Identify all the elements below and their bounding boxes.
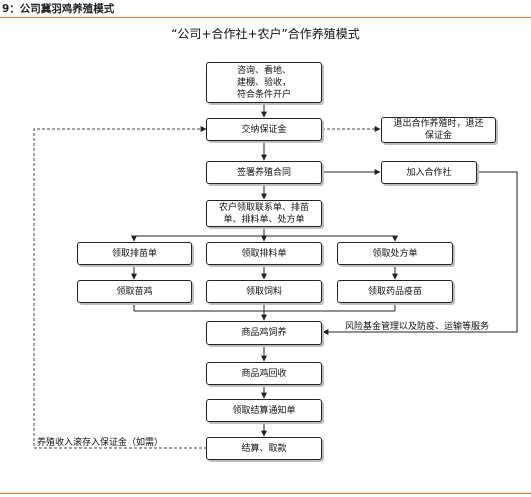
- diagram-title: “公司+合作社+农户”合作养殖模式: [171, 27, 360, 41]
- node-chick-order: 领取排苗单: [77, 242, 192, 265]
- node-deposit: 交纳保证金: [206, 118, 322, 141]
- node-rx-order: 领取处方单: [337, 242, 453, 265]
- node-receive-chicks: 领取苗鸡: [77, 280, 192, 303]
- footer-divider: [0, 493, 531, 494]
- node-receive-feed: 领取饲料: [206, 280, 322, 303]
- node-settle-pay: 结算、取款: [206, 437, 322, 460]
- page-header-title: 9：公司冀羽鸡养殖模式: [2, 3, 115, 15]
- income-rollover-loop: [33, 126, 207, 449]
- node-exit-refund: 退出合作养殖时，退还 保证金: [381, 117, 496, 143]
- node-settle-notice: 领取结算通知单: [206, 399, 322, 422]
- node-consult: 咨询、看地、 建棚、验收， 符合条件开户: [206, 62, 322, 103]
- node-join-coop: 加入合作社: [381, 161, 477, 184]
- node-recycle: 商品鸡回收: [206, 362, 322, 385]
- node-sign-contract: 签署养殖合同: [206, 161, 322, 184]
- node-farmer-receive: 农户领取联系单、排苗 单、排料单、处方单: [206, 200, 322, 227]
- node-feed-order: 领取排料单: [206, 242, 322, 265]
- node-receive-vaccine: 领取药品疫苗: [337, 280, 453, 303]
- note-risk-fund: 风险基金管理以及防疫、运输等服务: [345, 322, 490, 332]
- node-raising: 商品鸡饲养: [206, 321, 322, 345]
- header-divider: [0, 17, 531, 18]
- note-income-roll: 养殖收入滚存入保证金（如需）: [37, 438, 164, 448]
- coop-service-bracket: [322, 171, 518, 335]
